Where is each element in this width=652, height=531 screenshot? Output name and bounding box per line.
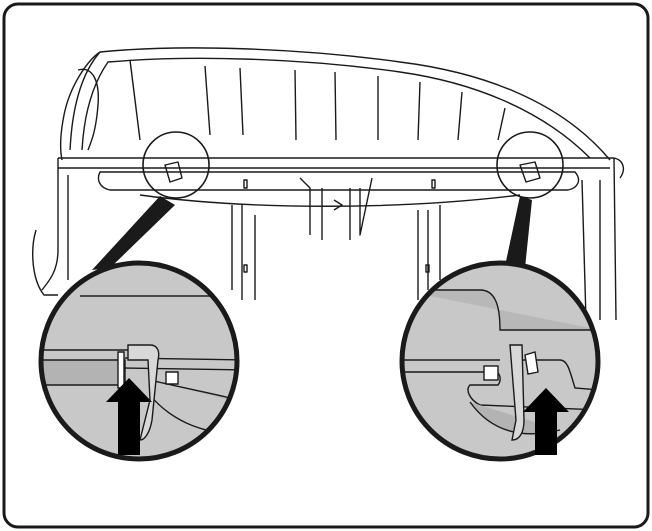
assembly-body <box>32 47 625 321</box>
up-arrow-icon <box>523 388 569 455</box>
left-callout-connector <box>92 196 175 270</box>
left-clip-marker <box>142 131 210 199</box>
left-detail-callout <box>38 260 240 462</box>
right-callout-connector <box>505 196 532 268</box>
right-clip-marker <box>496 131 564 199</box>
up-arrow-icon <box>106 378 152 455</box>
right-detail-callout <box>399 260 601 462</box>
